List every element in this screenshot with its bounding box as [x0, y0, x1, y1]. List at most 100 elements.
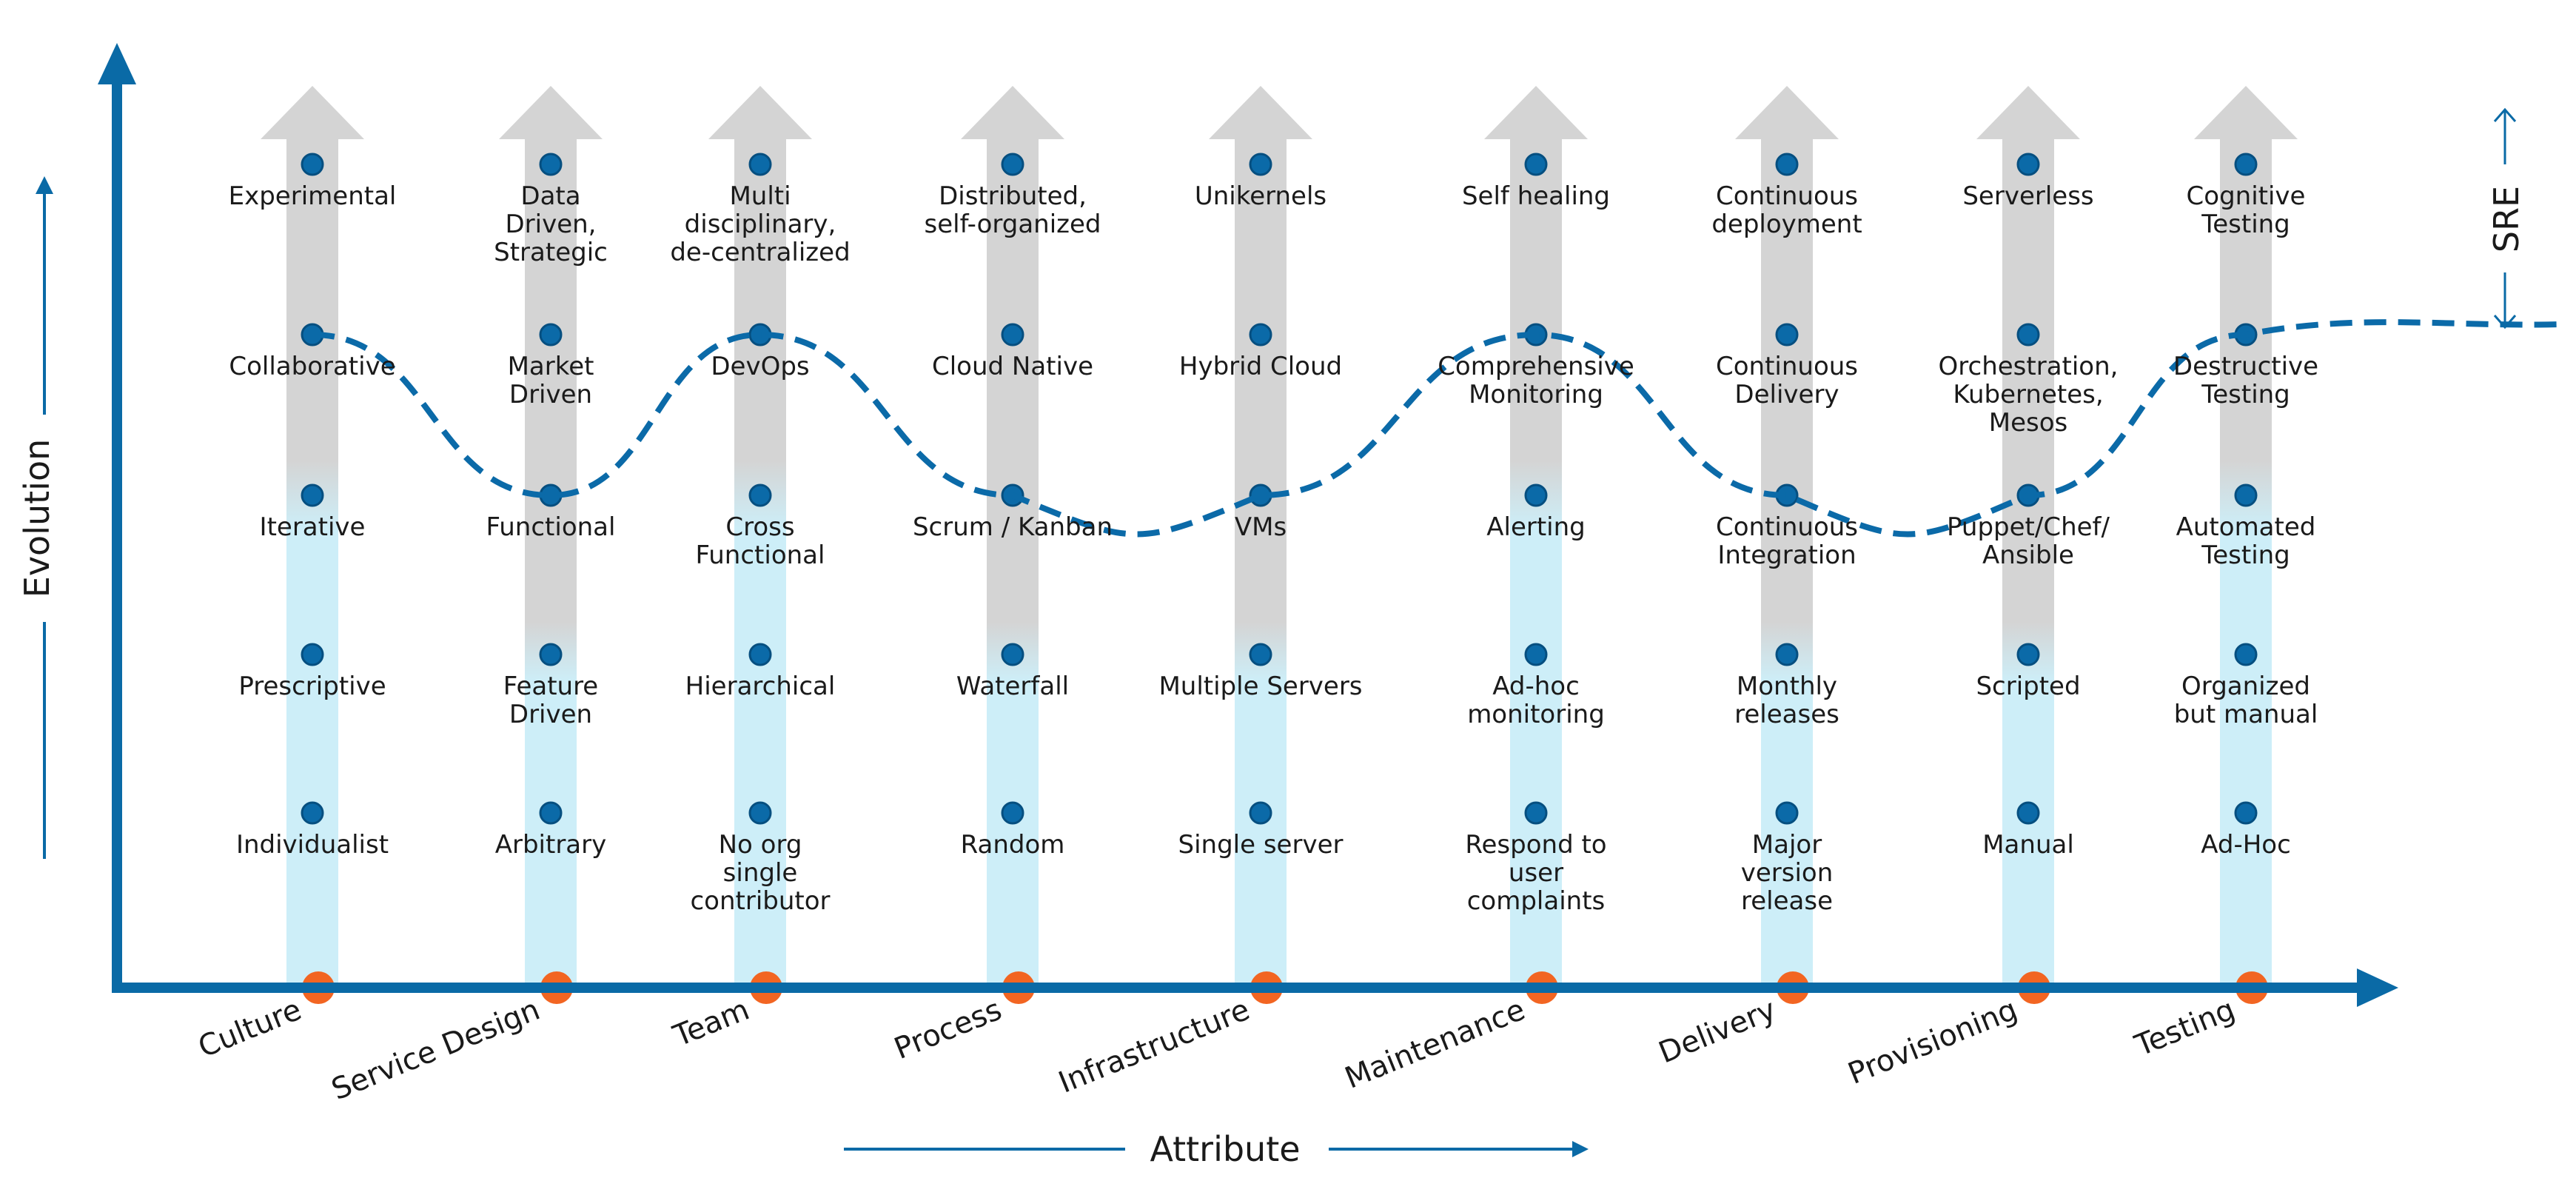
level-label: DevOps	[711, 352, 809, 381]
y-axis-line	[112, 74, 122, 992]
level-dot	[1001, 643, 1024, 666]
column-arrowhead	[261, 86, 364, 139]
level-label: Ad-Hoc	[2201, 830, 2291, 860]
level-label: Manual	[1982, 830, 2074, 860]
axes: Evolution Attribute SRE	[17, 43, 2526, 1169]
column-shaft	[1235, 138, 1287, 988]
level-dot	[748, 153, 772, 176]
x-axis-arrowhead	[2357, 968, 2398, 1007]
level-dot	[539, 323, 563, 347]
column-infrastructure	[1209, 86, 1312, 988]
attribute-arrowhead	[1572, 1141, 1589, 1157]
level-dot	[301, 801, 324, 825]
level-dot	[1249, 643, 1272, 666]
column-arrows	[261, 86, 2298, 1004]
level-dot	[1524, 153, 1548, 176]
level-label: Self healing	[1462, 181, 1610, 211]
level-dot	[2016, 643, 2040, 666]
level-label: Scrum / Kanban	[913, 512, 1113, 542]
level-dot	[301, 643, 324, 666]
level-label: Multiple Servers	[1158, 672, 1362, 701]
column-delivery	[1735, 86, 1839, 988]
level-dot	[539, 153, 563, 176]
column-culture	[261, 86, 364, 988]
level-dot	[1775, 643, 1799, 666]
attribute-label: Attribute	[1150, 1129, 1300, 1169]
level-dot	[1524, 483, 1548, 507]
column-shaft	[525, 138, 577, 988]
level-label: Prescriptive	[238, 672, 386, 701]
level-label: Cloud Native	[932, 352, 1093, 381]
column-shaft	[2220, 138, 2272, 988]
level-dot	[1775, 323, 1799, 347]
level-label: Individualist	[236, 830, 389, 860]
level-label: Arbitrary	[495, 830, 607, 860]
column-shaft	[1510, 138, 1562, 988]
attribute-label-delivery: Delivery	[1654, 993, 1781, 1071]
level-dot	[1249, 323, 1272, 347]
level-label: Single server	[1178, 830, 1344, 860]
attribute-label-infrastructure: Infrastructure	[1054, 993, 1255, 1100]
column-arrowhead	[1484, 86, 1588, 139]
level-dot	[1775, 153, 1799, 176]
level-label: Functional	[486, 512, 616, 542]
column-shaft	[1761, 138, 1813, 988]
column-maintenance	[1484, 86, 1588, 988]
column-testing	[2194, 86, 2298, 988]
level-dot	[1524, 801, 1548, 825]
level-dot	[1249, 801, 1272, 825]
level-dot	[1001, 153, 1024, 176]
level-dot	[748, 483, 772, 507]
column-arrowhead	[961, 86, 1064, 139]
level-dot	[2016, 153, 2040, 176]
y-axis-arrowhead	[98, 43, 136, 84]
column-arrowhead	[1976, 86, 2080, 139]
level-dot	[1524, 643, 1548, 666]
level-label: Collaborative	[229, 352, 395, 381]
column-arrowhead	[1209, 86, 1312, 139]
level-dot	[748, 801, 772, 825]
level-label: Alerting	[1486, 512, 1586, 542]
column-process	[961, 86, 1064, 988]
level-label: Iterative	[260, 512, 366, 542]
level-dot	[301, 153, 324, 176]
column-shaft	[2002, 138, 2054, 988]
attribute-label-culture: Culture	[194, 993, 306, 1065]
level-dot	[2234, 483, 2258, 507]
level-dot	[2016, 801, 2040, 825]
column-provisioning	[1976, 86, 2080, 988]
evolution-label: Evolution	[17, 439, 57, 598]
level-dot	[1001, 323, 1024, 347]
attribute-label-provisioning: Provisioning	[1843, 993, 2022, 1091]
level-dot	[1249, 153, 1272, 176]
column-service-design	[499, 86, 603, 988]
column-arrowhead	[1735, 86, 1839, 139]
level-label: Waterfall	[956, 672, 1069, 701]
level-dot	[1775, 801, 1799, 825]
sre-label: SRE	[2486, 186, 2526, 252]
sre-curve	[312, 319, 2562, 538]
level-label: Orchestration,Kubernetes,Mesos	[1939, 352, 2119, 438]
level-dot	[748, 643, 772, 666]
level-dot	[301, 483, 324, 507]
attribute-label-maintenance: Maintenance	[1341, 993, 1530, 1096]
attribute-label-testing: Testing	[2130, 993, 2240, 1064]
attribute-label-service-design: Service Design	[327, 993, 545, 1108]
level-label: Puppet/Chef/Ansible	[1947, 512, 2110, 570]
evolution-arrowhead	[36, 176, 53, 194]
level-label: Serverless	[1962, 181, 2093, 211]
